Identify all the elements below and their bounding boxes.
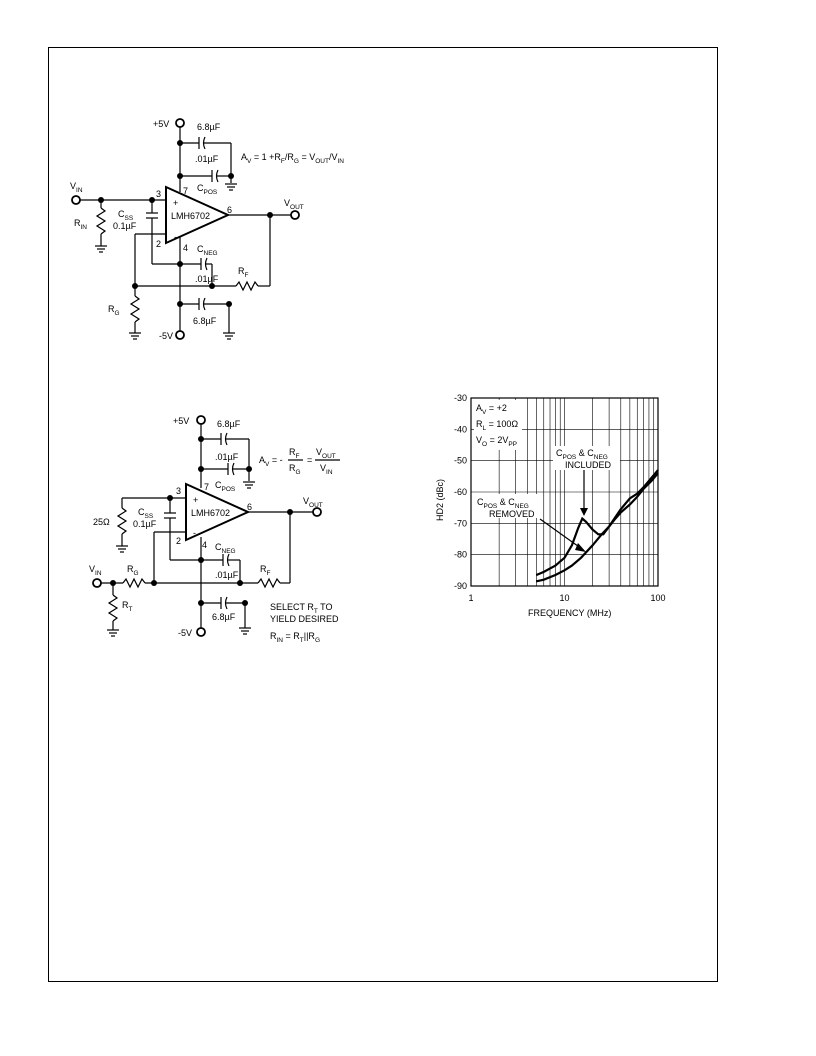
cpos-bulk-value: 6.8µF: [217, 419, 241, 429]
pin-2-label: 2: [176, 536, 181, 546]
css-value: 0.1µF: [133, 519, 157, 529]
x-tick-label: 100: [650, 593, 665, 603]
cneg-bulk-value: 6.8µF: [212, 612, 236, 622]
cneg-label: CNEG: [215, 542, 236, 555]
cneg-small-value: .01µF: [195, 274, 219, 284]
opamp-plus: +: [193, 495, 198, 505]
select-note-line1: SELECT RT TO: [270, 602, 333, 615]
svg-text:=: =: [307, 455, 312, 465]
select-note-line2: YIELD DESIRED: [270, 614, 339, 624]
hd2-chart: -30 -40 -50 -60 -70 -80 -90 1 10 100 FREQUENCY (…: [435, 393, 666, 618]
pin-2-label: 2: [156, 239, 161, 249]
series-group: [535, 469, 659, 583]
vin-label: VIN: [70, 181, 83, 194]
vin-label: VIN: [89, 564, 102, 577]
series-line-1: [535, 469, 659, 577]
x-tick-labels: 1 10 100: [468, 593, 665, 603]
vout-label: VOUT: [284, 198, 304, 211]
vin-terminal: [71, 195, 81, 205]
neg-supply-label: -5V: [178, 628, 192, 638]
annotation-included-line2: INCLUDED: [565, 460, 612, 470]
svg-text:VOUT: VOUT: [316, 447, 336, 460]
condition-gain: AV = +2: [476, 403, 507, 416]
rin-label: RIN: [74, 218, 87, 231]
opamp-label: LMH6702: [171, 211, 210, 221]
opamp-label: LMH6702: [191, 508, 230, 518]
x-axis-label: FREQUENCY (MHz): [528, 608, 611, 618]
cpos-small-value: .01µF: [215, 452, 239, 462]
opamp-symbol: [185, 482, 251, 542]
page-border: [48, 47, 718, 982]
svg-text:RF: RF: [289, 447, 300, 460]
x-tick-label: 10: [559, 593, 569, 603]
x-tick-label: 1: [468, 593, 473, 603]
y-tick-label: -30: [454, 393, 467, 403]
pin-6-label: 6: [247, 502, 252, 512]
svg-text:AV = -: AV = -: [259, 455, 283, 468]
pin-4-label: 4: [202, 540, 207, 550]
pin-4-label: 4: [183, 243, 188, 253]
pin-3-label: 3: [156, 189, 161, 199]
y-tick-labels: -30 -40 -50 -60 -70 -80 -90: [454, 393, 467, 591]
vout-terminal: [312, 507, 322, 517]
y-tick-label: -90: [454, 581, 467, 591]
cneg-small-value: .01µF: [215, 570, 239, 580]
condition-vout: VO = 2VPP: [476, 435, 517, 448]
rg-label: RG: [108, 304, 120, 317]
rin-equation: RIN = RT||RG: [270, 631, 320, 644]
y-tick-label: -70: [454, 518, 467, 528]
pos-supply-terminal: [196, 415, 206, 425]
opamp-plus: +: [173, 198, 178, 208]
cneg-label: CNEG: [197, 244, 218, 257]
gain-equation: AV = 1 +RF/RG = VOUT/VIN: [241, 152, 344, 165]
y-tick-label: -80: [454, 550, 467, 560]
pos-supply-label: +5V: [173, 416, 189, 426]
vout-terminal: [290, 210, 300, 220]
r25-label: 25Ω: [93, 517, 110, 527]
circuit-non-inverting: +5V 6.8µF .01µF CPOS AV = 1 +RF/RG = VOU…: [70, 118, 344, 341]
cpos-label: CPOS: [215, 480, 236, 493]
y-tick-label: -50: [454, 456, 467, 466]
neg-supply-terminal: [175, 330, 185, 340]
rf-label: RF: [238, 266, 249, 279]
neg-supply-terminal: [196, 627, 206, 637]
opamp-symbol: [165, 185, 231, 245]
pin-7-label: 7: [183, 186, 188, 196]
gain-equation: AV = - RF RG = VOUT VIN: [259, 447, 340, 476]
rf-label: RF: [260, 564, 271, 577]
vin-terminal: [92, 578, 102, 588]
y-axis-label: HD2 (dBc): [435, 479, 445, 521]
cpos-small-value: .01µF: [195, 154, 219, 164]
pin-6-label: 6: [227, 205, 232, 215]
css-label: CSS: [118, 209, 134, 222]
y-tick-label: -40: [454, 424, 467, 434]
pin-3-label: 3: [176, 486, 181, 496]
annotation-removed-line2: REMOVED: [489, 509, 535, 519]
pos-supply-label: +5V: [153, 119, 169, 129]
vout-label: VOUT: [303, 496, 323, 509]
cpos-bulk-value: 6.8µF: [197, 122, 221, 132]
annotation-removed-line1: CPOS & CNEG: [477, 497, 529, 510]
svg-text:RG: RG: [289, 463, 301, 476]
condition-load: RL = 100Ω: [476, 419, 518, 432]
pin-7-label: 7: [204, 482, 209, 492]
plot-frame: [470, 397, 659, 587]
pos-supply-terminal: [175, 118, 185, 128]
css-value: 0.1µF: [113, 221, 137, 231]
neg-supply-label: -5V: [159, 331, 173, 341]
series-line-2: [536, 472, 659, 583]
annotation-included-line1: CPOS & CNEG: [556, 448, 608, 461]
css-label: CSS: [138, 507, 154, 520]
rg-label: RG: [127, 564, 139, 577]
svg-text:VIN: VIN: [320, 463, 333, 476]
circuit-inverting: +5V 6.8µF .01µF CPOS AV = - RF RG = VOUT…: [89, 415, 340, 644]
ground-symbol: [225, 183, 237, 191]
cneg-bulk-value: 6.8µF: [193, 316, 217, 326]
cpos-label: CPOS: [197, 183, 218, 196]
opamp-minus: -: [193, 528, 196, 538]
opamp-minus: -: [174, 232, 177, 242]
y-tick-label: -60: [454, 487, 467, 497]
rt-label: RT: [122, 600, 133, 613]
